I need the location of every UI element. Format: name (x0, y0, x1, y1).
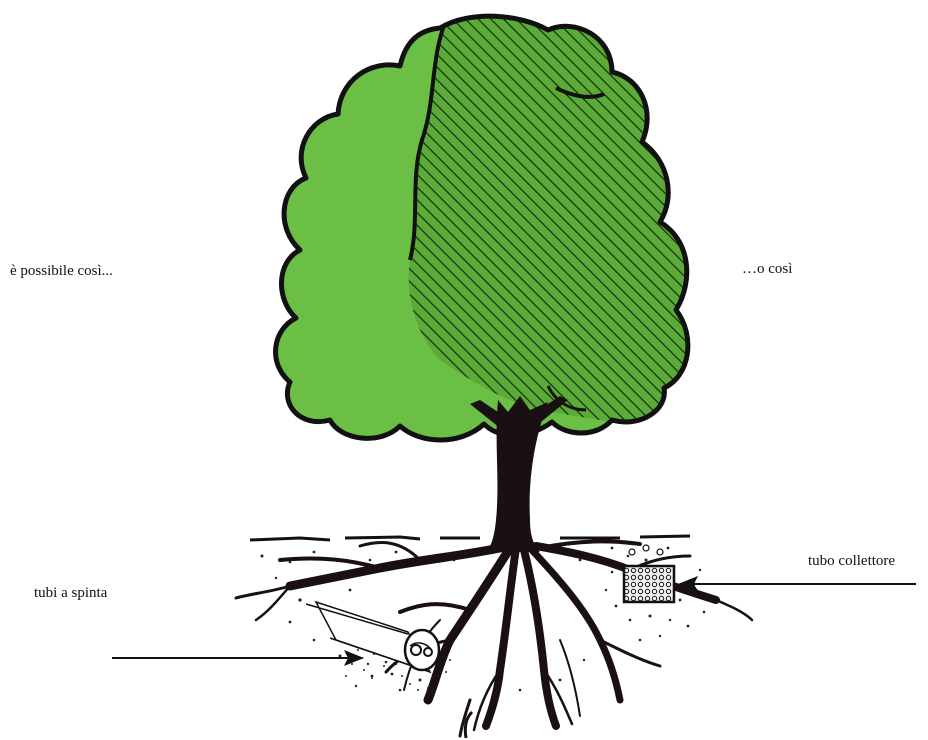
ground-line (250, 536, 690, 540)
push-pipe-arrow (112, 650, 364, 666)
caption-collector-pipe: tubo collettore (808, 554, 895, 569)
push-pipe-illustration (306, 602, 439, 672)
tree-canopy (276, 0, 720, 440)
collector-pipe-illustration (624, 545, 674, 602)
collector-pipe-arrow (678, 576, 916, 592)
caption-left-option: è possibile così... (10, 264, 113, 279)
caption-right-option: …o così (742, 262, 792, 277)
caption-push-pipes: tubi a spinta (34, 586, 107, 601)
